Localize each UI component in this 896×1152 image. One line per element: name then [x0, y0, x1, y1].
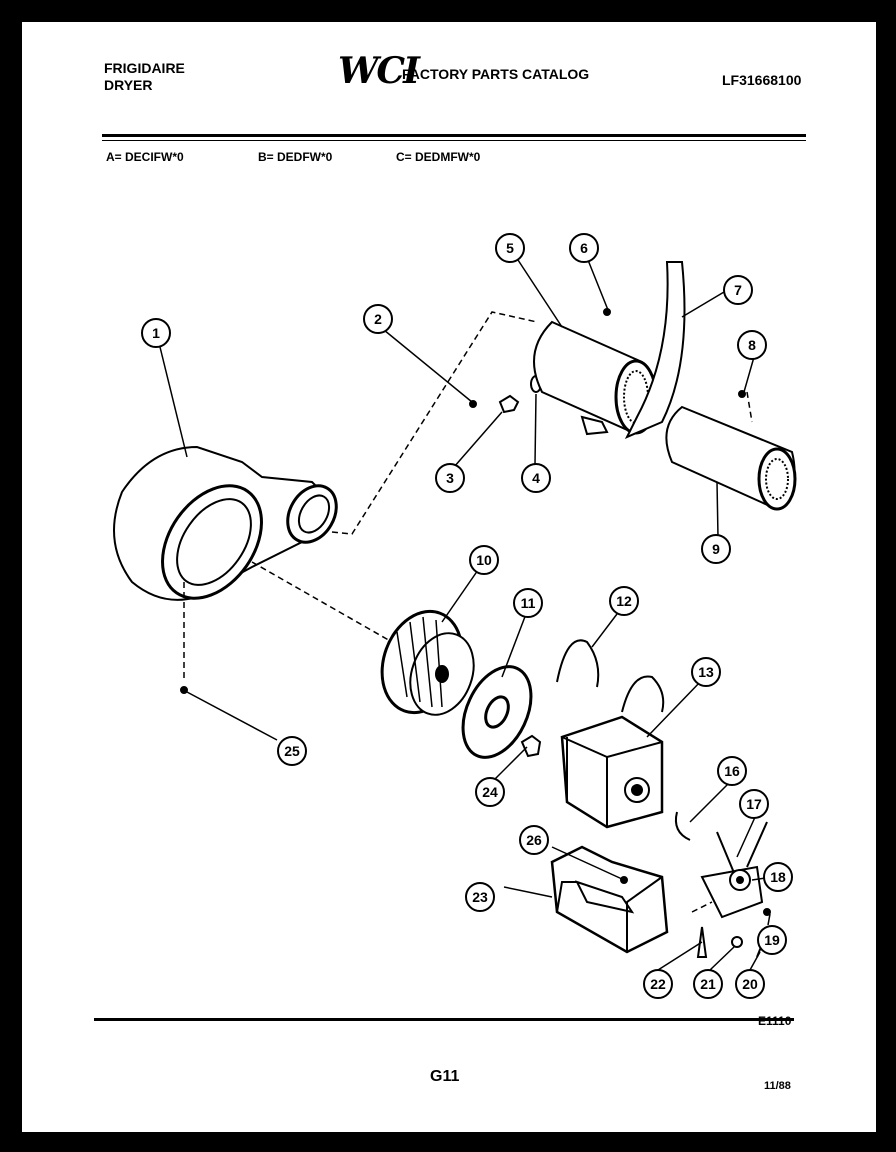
callout-8-label: 8 [748, 337, 756, 353]
callout-10: 10 [469, 545, 499, 575]
heater-element-part [665, 405, 797, 511]
callout-3: 3 [435, 463, 465, 493]
product-type: DRYER [104, 77, 153, 93]
callout-12: 12 [609, 586, 639, 616]
callout-24-label: 24 [482, 784, 498, 800]
part-26-screw [620, 876, 628, 884]
callout-8: 8 [737, 330, 767, 360]
footer-rule [94, 1018, 794, 1021]
callout-23-label: 23 [472, 889, 488, 905]
part-12-clip [556, 639, 600, 688]
figure-code: E1110 [758, 1014, 792, 1028]
brand-block: FRIGIDAIRE DRYER [104, 60, 185, 94]
catalog-number: LF31668100 [722, 72, 802, 88]
blower-housing-part [113, 445, 338, 601]
callout-19: 19 [757, 925, 787, 955]
callout-18: 18 [763, 862, 793, 892]
callout-3-label: 3 [446, 470, 454, 486]
callout-21-label: 21 [700, 976, 716, 992]
catalog-date: 11/88 [764, 1080, 791, 1092]
callout-17-label: 17 [746, 796, 762, 812]
part-21-nut [731, 936, 743, 948]
callout-16-label: 16 [724, 763, 740, 779]
leader-lines [159, 259, 773, 971]
motor-part [560, 715, 664, 829]
callout-6: 6 [569, 233, 599, 263]
callout-25: 25 [277, 736, 307, 766]
callout-13-label: 13 [698, 664, 714, 680]
callout-4-label: 4 [532, 470, 540, 486]
model-c: C= DEDMFW*0 [396, 150, 481, 164]
callout-13: 13 [691, 657, 721, 687]
callout-9: 9 [701, 534, 731, 564]
part-24-bearing [520, 734, 542, 758]
callout-25-label: 25 [284, 743, 300, 759]
callout-18-label: 18 [770, 869, 786, 885]
part-13-clip [621, 675, 665, 713]
callout-1: 1 [141, 318, 171, 348]
blower-wheel-part [380, 609, 475, 716]
alignment-lines [183, 311, 753, 913]
callout-4: 4 [521, 463, 551, 493]
callout-17: 17 [739, 789, 769, 819]
model-a: A= DECIFW*0 [106, 150, 184, 164]
header-rule-thin [102, 140, 806, 141]
blower-seal-part [461, 665, 533, 759]
callout-9-label: 9 [712, 541, 720, 557]
callout-16: 16 [717, 756, 747, 786]
callout-11-label: 11 [521, 595, 536, 611]
callout-26-label: 26 [526, 832, 542, 848]
callout-10-label: 10 [476, 552, 492, 568]
model-b: B= DEDFW*0 [258, 150, 333, 164]
part-25-screw [180, 686, 188, 694]
callout-26: 26 [519, 825, 549, 855]
wci-logo: WCI [338, 50, 420, 92]
callout-23: 23 [465, 882, 495, 912]
callout-11: 11 [513, 588, 543, 618]
part-6-screw [603, 308, 611, 316]
callout-20-label: 20 [742, 976, 758, 992]
callout-2: 2 [363, 304, 393, 334]
callout-12-label: 12 [616, 593, 632, 609]
callout-5-label: 5 [506, 240, 514, 256]
catalog-title: FACTORY PARTS CATALOG [402, 66, 590, 82]
catalog-page: FRIGIDAIRE DRYER WCI FACTORY PARTS CATAL… [22, 22, 876, 1132]
callout-22: 22 [643, 969, 673, 999]
exploded-parts-diagram: 1 2 3 4 5 6 7 8 9 10 11 12 13 16 17 18 1… [113, 233, 797, 999]
page-code: G11 [430, 1068, 460, 1085]
brand-name: FRIGIDAIRE [104, 60, 185, 76]
callout-7-label: 7 [734, 282, 742, 298]
callout-6-label: 6 [580, 240, 588, 256]
part-7-duct [624, 261, 686, 439]
callout-19-label: 19 [764, 932, 780, 948]
callout-24: 24 [475, 777, 505, 807]
callout-7: 7 [723, 275, 753, 305]
part-3-thermostat [498, 394, 520, 414]
callout-22-label: 22 [650, 976, 666, 992]
part-8-screw [738, 390, 746, 398]
callout-21: 21 [693, 969, 723, 999]
idler-arm-part [700, 821, 768, 919]
callout-20: 20 [735, 969, 765, 999]
part-19-screw [763, 908, 771, 916]
callout-5: 5 [495, 233, 525, 263]
part-16-belt [674, 811, 691, 841]
callout-1-label: 1 [152, 325, 160, 341]
callout-2-label: 2 [374, 311, 382, 327]
header-rule [102, 134, 806, 137]
motor-mount-part [550, 845, 669, 954]
